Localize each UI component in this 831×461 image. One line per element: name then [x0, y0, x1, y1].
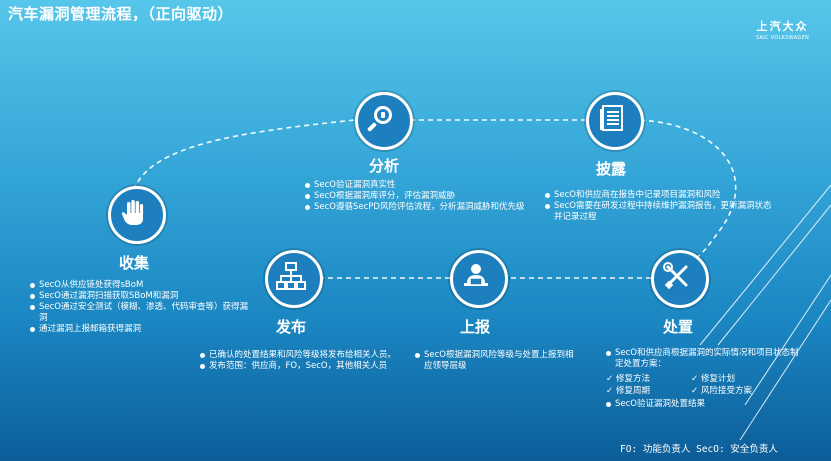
stage-handle-label: 处置	[663, 318, 694, 336]
stage-publish-list: 已确认的处置结果和风险等级将发布给相关人员。 发布范围：供应商，FO，SecO，…	[200, 350, 400, 372]
list-item: SecO需要在研发过程中持续维护漏洞报告，更新漏洞状态并记录过程	[545, 201, 773, 223]
decor-lines	[699, 184, 831, 441]
stage-handle-checks: ✓ 修复方法 ✓ 修复计划 ✓ 修复周期 ✓ 风险接受方案	[606, 374, 806, 398]
logo-cn: 上汽大众	[756, 20, 809, 33]
logo-en: SAIC VOLKSWAGEN	[755, 35, 809, 41]
hand-icon	[121, 200, 144, 225]
list-item: SecO验证漏洞真实性	[305, 180, 530, 191]
stage-disclose-label: 披露	[596, 160, 627, 178]
stage-disclose-list: SecO和供应商在报告中记录项目漏洞和风险 SecO需要在研发过程中持续维护漏洞…	[545, 190, 773, 223]
stage-analyze-node[interactable]	[355, 92, 413, 150]
list-item: 发布范围：供应商，FO，SecO，其他相关人员	[200, 361, 400, 372]
stage-analyze-list: SecO验证漏洞真实性 SecO根据漏洞库评分，评估漏洞威胁 SecO遵循Sec…	[305, 180, 530, 213]
stage-analyze-label: 分析	[369, 157, 400, 175]
stage-publish-node[interactable]	[265, 250, 323, 308]
hierarchy-icon	[276, 262, 306, 290]
check-icon: ✓	[691, 386, 699, 396]
list-item: 通过漏洞上报邮箱获得漏洞	[30, 324, 248, 335]
stage-handle-list-top: SecO和供应商根据漏洞的实际情况和项目状态制定处置方案：	[606, 348, 806, 370]
brand-logo: 上汽大众 SAIC VOLKSWAGEN	[756, 18, 809, 41]
check-item: 修复周期	[616, 386, 651, 396]
list-item: SecO根据漏洞库评分，评估漏洞威胁	[305, 191, 530, 202]
list-item: SecO验证漏洞处置结果	[606, 399, 806, 410]
list-item: SecO和供应商根据漏洞的实际情况和项目状态制定处置方案：	[606, 348, 806, 370]
magnifier-icon	[367, 106, 392, 132]
user-computer-icon	[464, 264, 488, 286]
check-icon: ✓	[691, 374, 699, 384]
stage-report-list: SecO根据漏洞风险等级与处置上报到相应领导层级	[415, 350, 575, 372]
list-item: SecO根据漏洞风险等级与处置上报到相应领导层级	[415, 350, 575, 372]
stage-report-node[interactable]	[450, 250, 508, 308]
stage-collect-list: SecO从供应链处获得sBoM SecO通过漏洞扫描获取SBoM和漏洞 SecO…	[30, 280, 248, 335]
check-icon: ✓	[606, 386, 614, 396]
tools-icon	[663, 262, 688, 290]
stage-collect-node[interactable]	[108, 186, 166, 244]
footer-legend: FO: 功能负责人 SecO: 安全负责人	[620, 444, 778, 455]
list-item: SecO通过漏洞扫描获取SBoM和漏洞	[30, 291, 248, 302]
stage-report-label: 上报	[460, 318, 491, 336]
check-icon: ✓	[606, 374, 614, 384]
list-item: SecO和供应商在报告中记录项目漏洞和风险	[545, 190, 773, 201]
check-item: 修复方法	[616, 374, 651, 384]
stage-disclose-node[interactable]	[586, 92, 644, 150]
connector-disclose-handle	[639, 119, 737, 263]
stage-handle-list-bottom: SecO验证漏洞处置结果	[606, 399, 806, 410]
check-item: 风险接受方案	[701, 386, 753, 396]
check-item: 修复计划	[701, 374, 736, 384]
stage-collect-label: 收集	[119, 254, 150, 272]
stage-publish-label: 发布	[276, 318, 307, 336]
list-item: 已确认的处置结果和风险等级将发布给相关人员。	[200, 350, 400, 361]
list-item: SecO遵循SecPD风险评估流程，分析漏洞威胁和优先级	[305, 202, 530, 213]
connector-collect-analyze	[133, 119, 356, 191]
document-icon	[600, 105, 623, 131]
list-item: SecO从供应链处获得sBoM	[30, 280, 248, 291]
page-title: 汽车漏洞管理流程，（正向驱动）	[8, 5, 234, 23]
stage-handle-node[interactable]	[651, 250, 709, 308]
list-item: SecO通过安全测试（模糊、渗透、代码审查等）获得漏洞	[30, 302, 248, 324]
